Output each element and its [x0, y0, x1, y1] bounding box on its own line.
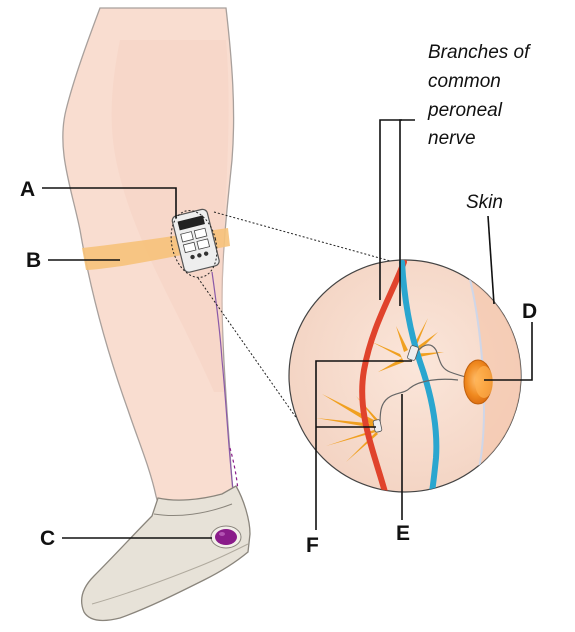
label-f: F — [306, 534, 319, 557]
magnified-view — [289, 250, 540, 504]
label-a: A — [20, 178, 35, 201]
label-e: E — [396, 522, 410, 545]
label-c: C — [40, 527, 55, 550]
callout-line-skin — [488, 216, 494, 304]
label-b: B — [26, 249, 41, 272]
label-d: D — [522, 300, 537, 323]
zoom-guide-line-top — [214, 212, 394, 262]
annotation-nerve-line3: peroneal — [427, 100, 503, 121]
annotation-skin: Skin — [466, 192, 503, 213]
leg — [63, 8, 236, 548]
shoe — [82, 486, 250, 620]
heel-sensor-icon — [211, 526, 241, 548]
annotation-nerve-line2: common — [428, 71, 501, 92]
annotation-nerve-line1: Branches of — [428, 42, 531, 63]
annotation-nerve-line4: nerve — [428, 128, 476, 149]
